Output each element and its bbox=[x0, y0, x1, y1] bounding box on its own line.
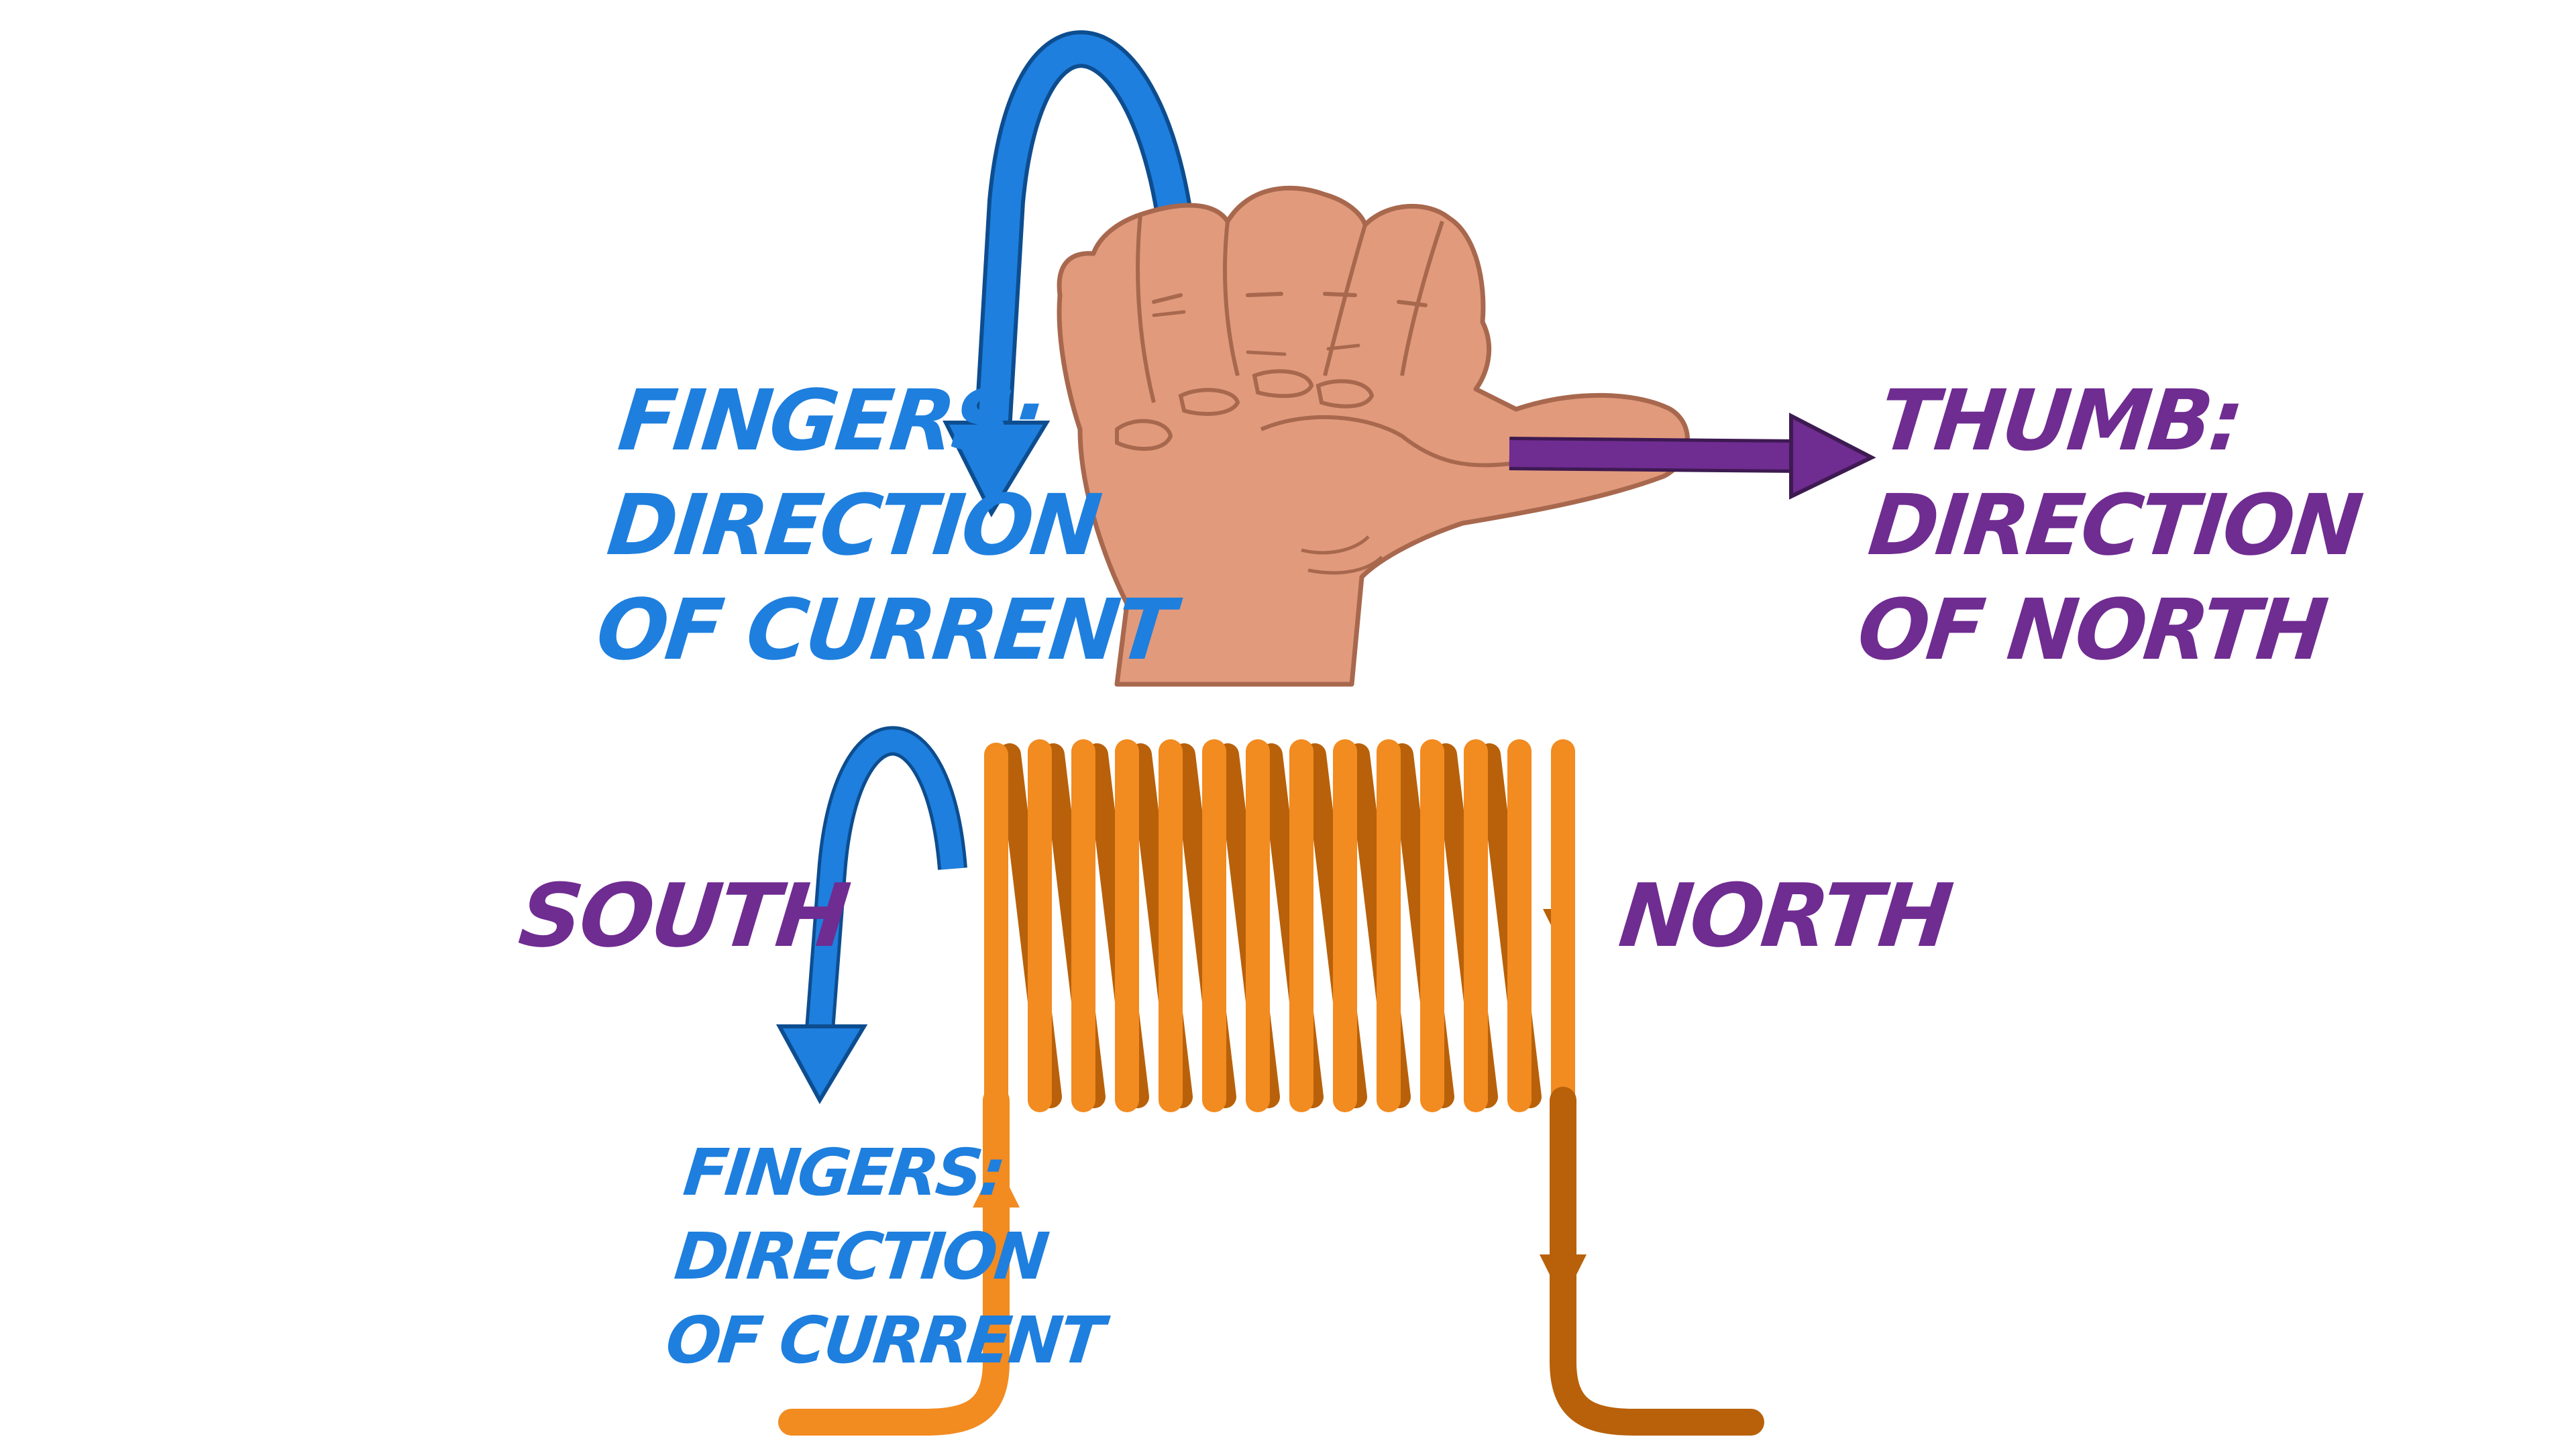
fingers-bottom-line-2: DIRECTION bbox=[671, 1219, 1050, 1294]
fingers-top-line-1: FINGERS: bbox=[614, 372, 1046, 470]
thumb-line-3: OF NORTH bbox=[1853, 582, 2330, 679]
fingers-bottom-line-1: FINGERS: bbox=[680, 1135, 1008, 1210]
fingers-direction-label-bottom: FINGERS: DIRECTION OF CURRENT bbox=[661, 1135, 1122, 1392]
fingers-top-line-3: OF CURRENT bbox=[592, 582, 1177, 679]
thumb-line-2: DIRECTION bbox=[1864, 477, 2365, 574]
north-text: NORTH bbox=[1615, 865, 1955, 967]
right-hand-fist-thumb-icon bbox=[1057, 185, 1690, 687]
thumb-direction-label: THUMB: DIRECTION OF NORTH bbox=[1851, 372, 2374, 693]
solenoid-coil-icon bbox=[778, 739, 1764, 1436]
right-arrow-icon bbox=[1509, 413, 1876, 500]
south-pole-label: SOUTH bbox=[515, 865, 853, 967]
curved-arrow-icon bbox=[943, 30, 1193, 518]
north-pole-label: NORTH bbox=[1615, 865, 1955, 967]
fingers-top-line-2: DIRECTION bbox=[603, 477, 1104, 574]
thumb-line-1: THUMB: bbox=[1875, 372, 2246, 470]
fingers-bottom-line-3: OF CURRENT bbox=[662, 1303, 1106, 1378]
fingers-direction-label-top: FINGERS: DIRECTION OF CURRENT bbox=[590, 372, 1197, 693]
curved-arrow-icon-small bbox=[775, 726, 967, 1105]
south-text: SOUTH bbox=[515, 865, 853, 967]
